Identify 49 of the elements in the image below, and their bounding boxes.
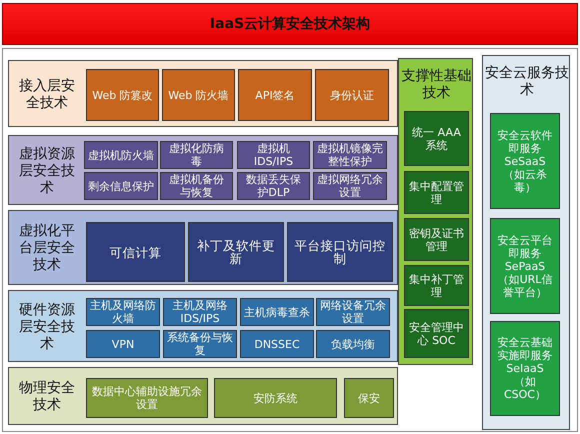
layer-title: 虚拟资源层安全技术: [18, 146, 76, 196]
layer-panel: [8, 210, 398, 285]
tech-box: 集中配置管理: [404, 171, 469, 214]
tech-box: 补丁及软件更新: [188, 222, 284, 282]
tech-box: VPN: [86, 330, 160, 358]
layer-title: 硬件资源层安全技术: [18, 302, 76, 352]
tech-box: 安全管理中心 SOC: [404, 309, 469, 358]
layer-panel: [8, 290, 398, 362]
tech-box: Web 防火墙: [162, 69, 235, 121]
layer-title: 支撑性基础技术: [401, 68, 472, 102]
tech-box: 安全云软件即服务 SeSaaS （如云杀毒）: [490, 113, 560, 209]
tech-box: 保安: [344, 378, 394, 418]
tech-box: 虚拟网络冗余设置: [313, 172, 387, 200]
column-panel: [398, 58, 473, 365]
tech-box: 集中补丁管理: [404, 265, 469, 306]
tech-box: 密钥及证书管理: [404, 218, 469, 261]
tech-box: 主机及网络 IDS/IPS: [163, 298, 237, 326]
column-panel: [482, 55, 570, 430]
layer-panel: [8, 367, 398, 425]
layer-panel: [8, 60, 398, 127]
tech-box: 系统备份与恢复: [163, 330, 237, 358]
layer-title: 接入层安全技术: [18, 78, 76, 112]
tech-box: 安全云平台即服务 SePaaS （如URL信誉平台）: [490, 218, 560, 314]
tech-box: 主机及网络防火墙: [86, 298, 160, 326]
layer-title: 虚拟化平台层安全技术: [18, 223, 76, 274]
tech-box: 安防系统: [214, 378, 337, 418]
layer-title: 物理安全技术: [18, 380, 76, 414]
tech-box: 负载均衡: [316, 330, 390, 358]
tech-box: 虚拟机备份与恢复: [160, 172, 233, 200]
tech-box: 网络设备冗余设置: [316, 298, 390, 326]
layer-title: 安全云服务技术: [485, 65, 569, 99]
tech-box: API签名: [238, 69, 312, 121]
title-banner: IaaS云计算安全技术架构: [2, 3, 578, 45]
tech-box: 虚拟机 IDS/IPS: [237, 141, 310, 169]
tech-box: 虚拟机镜像完整性保护: [313, 141, 387, 169]
tech-box: 虚拟化防病毒: [160, 141, 233, 169]
tech-box: Web 防篡改: [86, 69, 159, 121]
tech-box: 虚拟机防火墙: [84, 141, 158, 169]
tech-box: 安全云基础实施即服务 SeIaaS （如CSOC）: [490, 321, 560, 416]
tech-box: 数据丢失保护DLP: [237, 172, 310, 200]
tech-box: 统一 AAA系统: [404, 111, 469, 166]
tech-box: 平台接口访问控制: [287, 222, 393, 282]
tech-box: DNSSEC: [240, 330, 314, 358]
tech-box: 可信计算: [86, 222, 185, 282]
tech-box: 主机病毒查杀: [240, 298, 314, 326]
tech-box: 数据中心辅助设施冗余设置: [86, 378, 208, 418]
tech-box: 剩余信息保护: [84, 172, 158, 200]
tech-box: 身份认证: [315, 69, 389, 121]
layer-panel: [8, 135, 398, 205]
